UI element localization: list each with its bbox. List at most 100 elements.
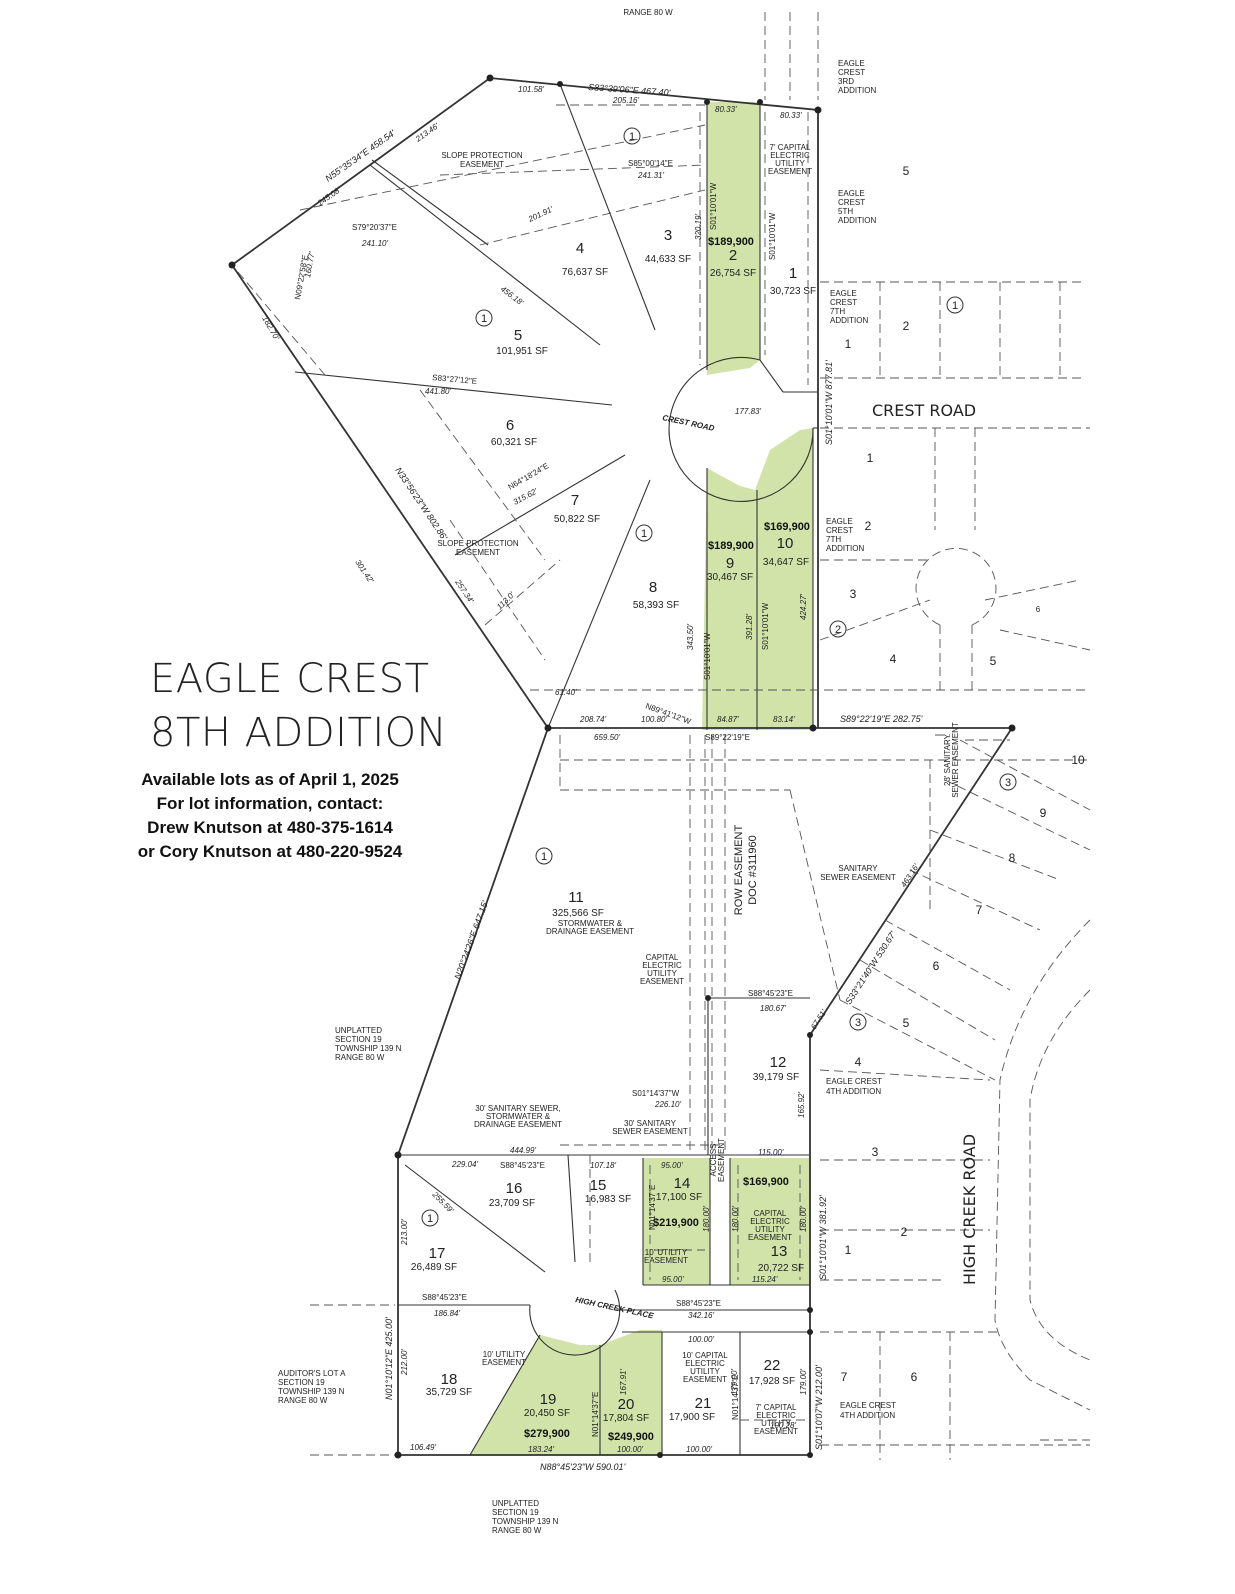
dim-d45a: 180.00' bbox=[702, 1206, 711, 1232]
bearing-west-lower: N20°24'26"E 647.15' bbox=[452, 899, 490, 980]
dim-d32a: 100.00' bbox=[617, 1445, 643, 1454]
plat-title-line1: EAGLE CREST bbox=[150, 656, 430, 702]
svg-text:30' SANITARY SEWER,: 30' SANITARY SEWER, bbox=[475, 1104, 561, 1113]
svg-text:RANGE 80 W: RANGE 80 W bbox=[278, 1396, 328, 1405]
svg-text:10' UTILITY: 10' UTILITY bbox=[483, 1350, 526, 1359]
svg-text:ADDITION: ADDITION bbox=[826, 544, 864, 553]
lot-9-fill[interactable] bbox=[702, 468, 757, 730]
svg-text:5TH: 5TH bbox=[838, 207, 853, 216]
bearing-inner-h: S79°20'37"E bbox=[352, 223, 397, 232]
svg-text:5: 5 bbox=[903, 164, 910, 178]
dim-d39: 343.50' bbox=[686, 624, 695, 650]
lot-14-price: $219,900 bbox=[653, 1217, 699, 1229]
dim-d44: 165.92' bbox=[797, 1092, 806, 1118]
lot-13-fill[interactable] bbox=[730, 1158, 810, 1285]
lot-14-fill[interactable] bbox=[643, 1158, 710, 1285]
lot-20-fill[interactable] bbox=[600, 1330, 662, 1455]
lot-16-area: 23,709 SF bbox=[489, 1198, 535, 1209]
svg-text:EAGLE: EAGLE bbox=[826, 517, 853, 526]
dim-d32b: 100.00' bbox=[686, 1445, 712, 1454]
lot-22-area: 17,928 SF bbox=[749, 1376, 795, 1387]
lot-6-area: 60,321 SF bbox=[491, 437, 537, 448]
svg-text:10' CAPITAL: 10' CAPITAL bbox=[682, 1351, 728, 1360]
bearing-east-upper: S01°10'01"W 877.81' bbox=[824, 360, 834, 445]
svg-text:6: 6 bbox=[933, 959, 940, 973]
lot-20-price: $249,900 bbox=[608, 1431, 654, 1443]
high-creek-place-label: HIGH CREEK PLACE bbox=[575, 1295, 655, 1320]
svg-text:1: 1 bbox=[845, 337, 852, 351]
lot-10-number: 10 bbox=[777, 535, 794, 552]
bearing-inner-b: S83°27'12"E bbox=[432, 373, 478, 386]
svg-text:2: 2 bbox=[835, 624, 841, 636]
svg-text:1: 1 bbox=[952, 300, 958, 312]
svg-text:SECTION 19: SECTION 19 bbox=[278, 1378, 325, 1387]
lot-2-price: $189,900 bbox=[708, 236, 754, 248]
dim-d30: 106.49' bbox=[410, 1443, 436, 1452]
svg-text:3: 3 bbox=[855, 1017, 861, 1029]
svg-text:1: 1 bbox=[427, 1213, 433, 1225]
svg-text:SLOPE PROTECTION: SLOPE PROTECTION bbox=[441, 151, 523, 160]
dim-d15: 113.0' bbox=[495, 590, 517, 612]
lot-20-area: 17,804 SF bbox=[603, 1413, 649, 1424]
svg-text:30' SANITARY: 30' SANITARY bbox=[624, 1119, 677, 1128]
svg-text:3: 3 bbox=[1005, 777, 1011, 789]
svg-text:7' CAPITAL: 7' CAPITAL bbox=[756, 1403, 798, 1412]
lot-18-number: 18 bbox=[441, 1371, 458, 1388]
dim-d27: 107.18' bbox=[590, 1161, 616, 1170]
bearing-west-upper: N33°56'23"W 802.86' bbox=[393, 466, 449, 543]
lot-2-fill[interactable] bbox=[707, 102, 760, 375]
svg-text:10: 10 bbox=[1071, 753, 1085, 767]
lot-10-fill[interactable] bbox=[755, 428, 813, 730]
bearing-inner-e: S01°14'37"W bbox=[632, 1089, 680, 1098]
svg-text:CAPITAL: CAPITAL bbox=[754, 1209, 787, 1218]
lot-19-fill[interactable] bbox=[470, 1335, 600, 1455]
monuments bbox=[228, 74, 1016, 1459]
lot-5-number: 5 bbox=[514, 327, 522, 344]
lot-10-price: $169,900 bbox=[764, 521, 810, 533]
bearing-inner-d4: S88°45'23"E bbox=[676, 1299, 721, 1308]
dim-d6: 241.31' bbox=[637, 171, 664, 180]
svg-text:EASEMENT: EASEMENT bbox=[768, 167, 812, 176]
dim-d4: 245.08' bbox=[315, 185, 343, 208]
block-marker-numbers: 1 1 1 1 1 1 2 3 3 bbox=[427, 131, 1011, 1225]
svg-text:UTILITY: UTILITY bbox=[690, 1367, 720, 1376]
lot-13-price: $169,900 bbox=[743, 1176, 789, 1188]
dim-d20: 84.87' bbox=[717, 715, 739, 724]
svg-text:EASEMENT: EASEMENT bbox=[456, 548, 500, 557]
dim-d45c: 180.00' bbox=[799, 1206, 808, 1232]
svg-text:7TH: 7TH bbox=[830, 307, 845, 316]
dim-d16: 61.40' bbox=[555, 688, 577, 697]
svg-text:ADDITION: ADDITION bbox=[838, 86, 876, 95]
svg-text:UTILITY: UTILITY bbox=[775, 159, 805, 168]
svg-text:EASEMENT: EASEMENT bbox=[460, 160, 504, 169]
svg-text:EASEMENT: EASEMENT bbox=[644, 1256, 688, 1265]
bearing-inner-d1: S88°45'23"E bbox=[748, 989, 793, 998]
svg-text:RANGE 80 W: RANGE 80 W bbox=[492, 1526, 542, 1535]
svg-text:CREST: CREST bbox=[830, 298, 857, 307]
svg-text:ADDITION: ADDITION bbox=[830, 316, 868, 325]
dim-d26: 229.04' bbox=[451, 1160, 478, 1169]
svg-text:7' CAPITAL: 7' CAPITAL bbox=[770, 143, 812, 152]
lot-13-number: 13 bbox=[771, 1243, 788, 1260]
lot-9-price: $189,900 bbox=[708, 540, 754, 552]
lot-21-number: 21 bbox=[695, 1395, 712, 1412]
svg-text:UNPLATTED: UNPLATTED bbox=[335, 1026, 382, 1035]
svg-text:4TH ADDITION: 4TH ADDITION bbox=[840, 1411, 895, 1420]
svg-text:EASEMENT: EASEMENT bbox=[748, 1233, 792, 1242]
svg-text:EASEMENT: EASEMENT bbox=[717, 1138, 726, 1182]
lot-4-area: 76,637 SF bbox=[562, 267, 608, 278]
svg-text:ACCESS: ACCESS bbox=[709, 1144, 718, 1177]
svg-text:7: 7 bbox=[976, 903, 983, 917]
bearing-nw: N55°35'34"E 458.54' bbox=[323, 128, 397, 184]
svg-text:UNPLATTED: UNPLATTED bbox=[492, 1499, 539, 1508]
dim-d17: 208.74' bbox=[579, 715, 606, 724]
contact-heading: For lot information, contact: bbox=[156, 794, 384, 813]
dim-d41: 424.27' bbox=[799, 594, 808, 620]
dim-d19: 100.80' bbox=[641, 715, 667, 724]
